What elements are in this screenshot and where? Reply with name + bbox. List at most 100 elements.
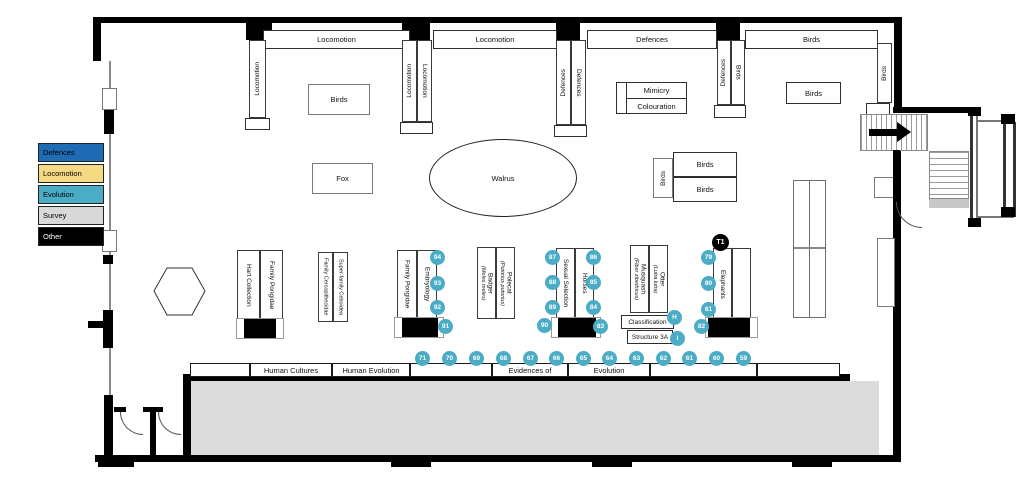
bay-marker-91[interactable]: 91 — [438, 319, 453, 334]
bay-marker-80[interactable]: 80 — [701, 276, 716, 291]
bay-marker-66[interactable]: 66 — [549, 351, 564, 366]
exhibit-birds-right: Birds — [786, 82, 841, 104]
left-wall-pier — [104, 110, 114, 134]
pier-case-end — [554, 125, 587, 137]
legend-item-locomotion[interactable]: Locomotion — [38, 164, 104, 183]
bay-marker-61[interactable]: 61 — [682, 351, 697, 366]
bay-marker-90[interactable]: 90 — [537, 318, 552, 333]
bay-marker-67[interactable]: 67 — [523, 351, 538, 366]
bay-marker-81[interactable]: 81 — [701, 302, 716, 317]
case-musquash: Musquash(Fiber zibethicus) — [630, 245, 649, 313]
bay-marker-79[interactable]: 79 — [701, 250, 716, 265]
bottom-bar-segment — [650, 363, 757, 377]
bottom-bar-segment — [190, 363, 250, 377]
exhibit-mimicry: Mimicry — [626, 82, 687, 99]
top-wall — [95, 17, 902, 23]
legend-item-evolution[interactable]: Evolution — [38, 185, 104, 204]
structure-3a-label: Structure 3A — [627, 330, 673, 344]
pier-case-defences: Defences — [717, 40, 731, 105]
case-ceboidea: Super-family Ceboidea — [333, 252, 348, 322]
bay-marker-68[interactable]: 68 — [496, 351, 511, 366]
bottom-bar-human-cultures: Human Cultures — [250, 363, 332, 377]
wall-case-locomotion-2: Locomotion — [433, 30, 557, 49]
pier-case-end — [714, 105, 746, 118]
door-swing-arc — [120, 412, 143, 435]
bottom-wall-tick — [391, 462, 431, 467]
bay-marker-63[interactable]: 63 — [629, 351, 644, 366]
bay-marker-92[interactable]: 92 — [430, 300, 445, 315]
marker-T1[interactable]: T1 — [712, 234, 729, 251]
left-lower-wall — [104, 395, 113, 457]
right-wall-lower — [893, 150, 901, 462]
bay-marker-65[interactable]: 65 — [576, 351, 591, 366]
left-wall-tee-h — [88, 321, 113, 328]
wall-pillar — [716, 23, 740, 40]
bay-marker-87[interactable]: 87 — [545, 250, 560, 265]
exhibit-walrus: Walrus — [429, 139, 577, 217]
bay-marker-86[interactable]: 86 — [586, 250, 601, 265]
wall-case-locomotion-1: Locomotion — [263, 30, 410, 49]
legend-item-other[interactable]: Other — [38, 227, 104, 246]
bottom-bar-human-evolution: Human Evolution — [332, 363, 410, 377]
bay-marker-82[interactable]: 82 — [694, 319, 709, 334]
bay-marker-71[interactable]: 71 — [415, 351, 430, 366]
case-base-black — [558, 318, 596, 337]
room-right-wall — [183, 374, 191, 456]
case-base-black — [708, 318, 750, 337]
stair-wall-right-inner — [970, 113, 973, 223]
room-divider-wall — [150, 407, 156, 457]
bay-marker-84[interactable]: 84 — [586, 300, 601, 315]
bay-marker-59[interactable]: 59 — [736, 351, 751, 366]
case-base-black — [402, 318, 438, 337]
pier-case-locomotion: Locomotion — [402, 40, 417, 122]
pier-case-end — [245, 118, 270, 130]
pier-case-end — [400, 122, 433, 134]
bay-marker-69[interactable]: 69 — [469, 351, 484, 366]
marker-I[interactable]: I — [670, 331, 685, 346]
marker-H[interactable]: H — [667, 310, 682, 325]
bay-marker-62[interactable]: 62 — [656, 351, 671, 366]
stair-wall-block — [968, 218, 981, 227]
exhibit-birds-a: Birds — [673, 152, 737, 177]
bay-marker-85[interactable]: 85 — [586, 275, 601, 290]
right-wall-case-tall — [877, 238, 895, 307]
direction-arrow-icon — [869, 122, 913, 142]
pier-case-defences: Defences — [571, 40, 586, 125]
exhibit-birds-top: Birds — [308, 84, 370, 115]
left-wall-pilaster — [102, 88, 117, 110]
left-wall-pier — [103, 255, 113, 264]
wall-case-birds: Birds — [745, 30, 878, 49]
top-left-wall-stub — [93, 17, 101, 61]
bay-marker-64[interactable]: 64 — [602, 351, 617, 366]
bay-marker-70[interactable]: 70 — [442, 351, 457, 366]
case-polecat: Polecat(Putorius putorius) — [496, 247, 515, 319]
stair-landing — [929, 199, 969, 208]
annex-wall-v-inner — [1003, 122, 1006, 217]
annex-wall-v-outer — [1013, 122, 1016, 217]
cabinet-divider-v — [809, 181, 810, 317]
case-family-pongidae-2: Family Pongidae — [397, 250, 417, 318]
stair-wall-left — [893, 150, 900, 228]
bay-marker-94[interactable]: 94 — [430, 250, 445, 265]
annex-wall-block — [1001, 114, 1015, 124]
bottom-wall — [95, 455, 901, 462]
case-cercopithecidae: Family Cercopithecidae — [318, 252, 333, 322]
room-wall-stub — [114, 407, 126, 412]
exhibit-colouration: Colouration — [626, 98, 687, 114]
wall-pillar — [556, 23, 580, 40]
bay-marker-83[interactable]: 83 — [593, 319, 608, 334]
bay-marker-60[interactable]: 60 — [709, 351, 724, 366]
bay-marker-88[interactable]: 88 — [545, 275, 560, 290]
case-family-pongidae: Family Pongidae — [260, 250, 283, 320]
cabinet-divider-h — [794, 247, 825, 249]
bay-marker-89[interactable]: 89 — [545, 300, 560, 315]
bay-marker-93[interactable]: 93 — [430, 276, 445, 291]
legend-item-survey[interactable]: Survey — [38, 206, 104, 225]
floor-divider-wall — [189, 374, 850, 381]
exhibit-fox: Fox — [312, 163, 373, 194]
exhibit-birds-b: Birds — [673, 177, 737, 202]
annex-wall-h-bottom — [977, 216, 1014, 218]
annex-wall-h-top — [977, 120, 1014, 122]
legend-item-defences[interactable]: Defences — [38, 143, 104, 162]
